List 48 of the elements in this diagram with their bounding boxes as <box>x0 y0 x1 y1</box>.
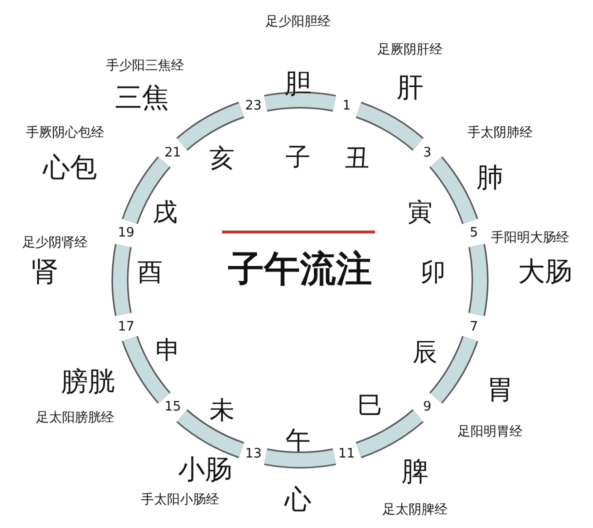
hour-number: 17 <box>118 320 134 334</box>
organ-name: 膀胱 <box>61 368 115 396</box>
hour-number: 9 <box>423 400 432 414</box>
meridian-name: 手阳明大肠经 <box>491 232 569 244</box>
meridian-name: 足阳明胃经 <box>458 426 522 438</box>
hour-number: 23 <box>245 100 262 113</box>
meridian-name: 足太阳膀胱经 <box>36 412 114 424</box>
hour-number: 5 <box>470 226 478 240</box>
organ-name: 胆 <box>284 70 312 98</box>
organ-name: 大肠 <box>518 258 572 286</box>
hour-number: 21 <box>164 146 181 160</box>
earthly-branch: 寅 <box>408 200 432 224</box>
organ-name: 小肠 <box>178 456 232 484</box>
hour-number: 11 <box>338 447 355 460</box>
hour-number: 15 <box>164 400 181 414</box>
meridian-name: 手太阳小肠经 <box>141 494 219 506</box>
earthly-branch: 未 <box>210 398 234 422</box>
hour-number: 7 <box>470 320 478 334</box>
meridian-name: 足太阴脾经 <box>382 504 448 516</box>
earthly-branch: 丑 <box>344 146 370 170</box>
earthly-branch: 子 <box>286 144 310 170</box>
organ-name: 心包 <box>43 154 97 182</box>
organ-name: 肝 <box>396 74 424 102</box>
organ-name: 三焦 <box>115 84 169 112</box>
meridian-name: 手厥阴心包经 <box>26 126 104 140</box>
earthly-branch: 戌 <box>152 200 178 224</box>
hour-number: 19 <box>118 226 134 240</box>
organ-name: 肾 <box>32 258 58 286</box>
meridian-name: 足厥阴肝经 <box>378 44 442 56</box>
organ-name: 心 <box>284 486 312 514</box>
meridian-name: 手少阳三焦经 <box>106 60 184 72</box>
earthly-branch: 卯 <box>420 260 446 284</box>
meridian-name: 足少阳胆经 <box>266 16 330 28</box>
earthly-branch: 辰 <box>412 340 438 364</box>
hour-number: 3 <box>423 146 432 160</box>
meridian-name: 手太阴肺经 <box>468 126 532 140</box>
earthly-branch: 申 <box>156 338 180 362</box>
organ-name: 胃 <box>486 376 514 404</box>
earthly-branch: 巳 <box>358 392 382 418</box>
meridian-name: 足少阴肾经 <box>22 236 88 250</box>
earthly-branch: 亥 <box>210 146 234 170</box>
hour-number: 1 <box>342 100 351 113</box>
diagram-title: 子午流注 <box>228 252 372 288</box>
organ-name: 脾 <box>402 458 428 486</box>
earthly-branch: 酉 <box>138 260 162 284</box>
organ-name: 肺 <box>476 164 504 192</box>
hour-number: 13 <box>245 447 262 460</box>
earthly-branch: 午 <box>286 428 310 452</box>
